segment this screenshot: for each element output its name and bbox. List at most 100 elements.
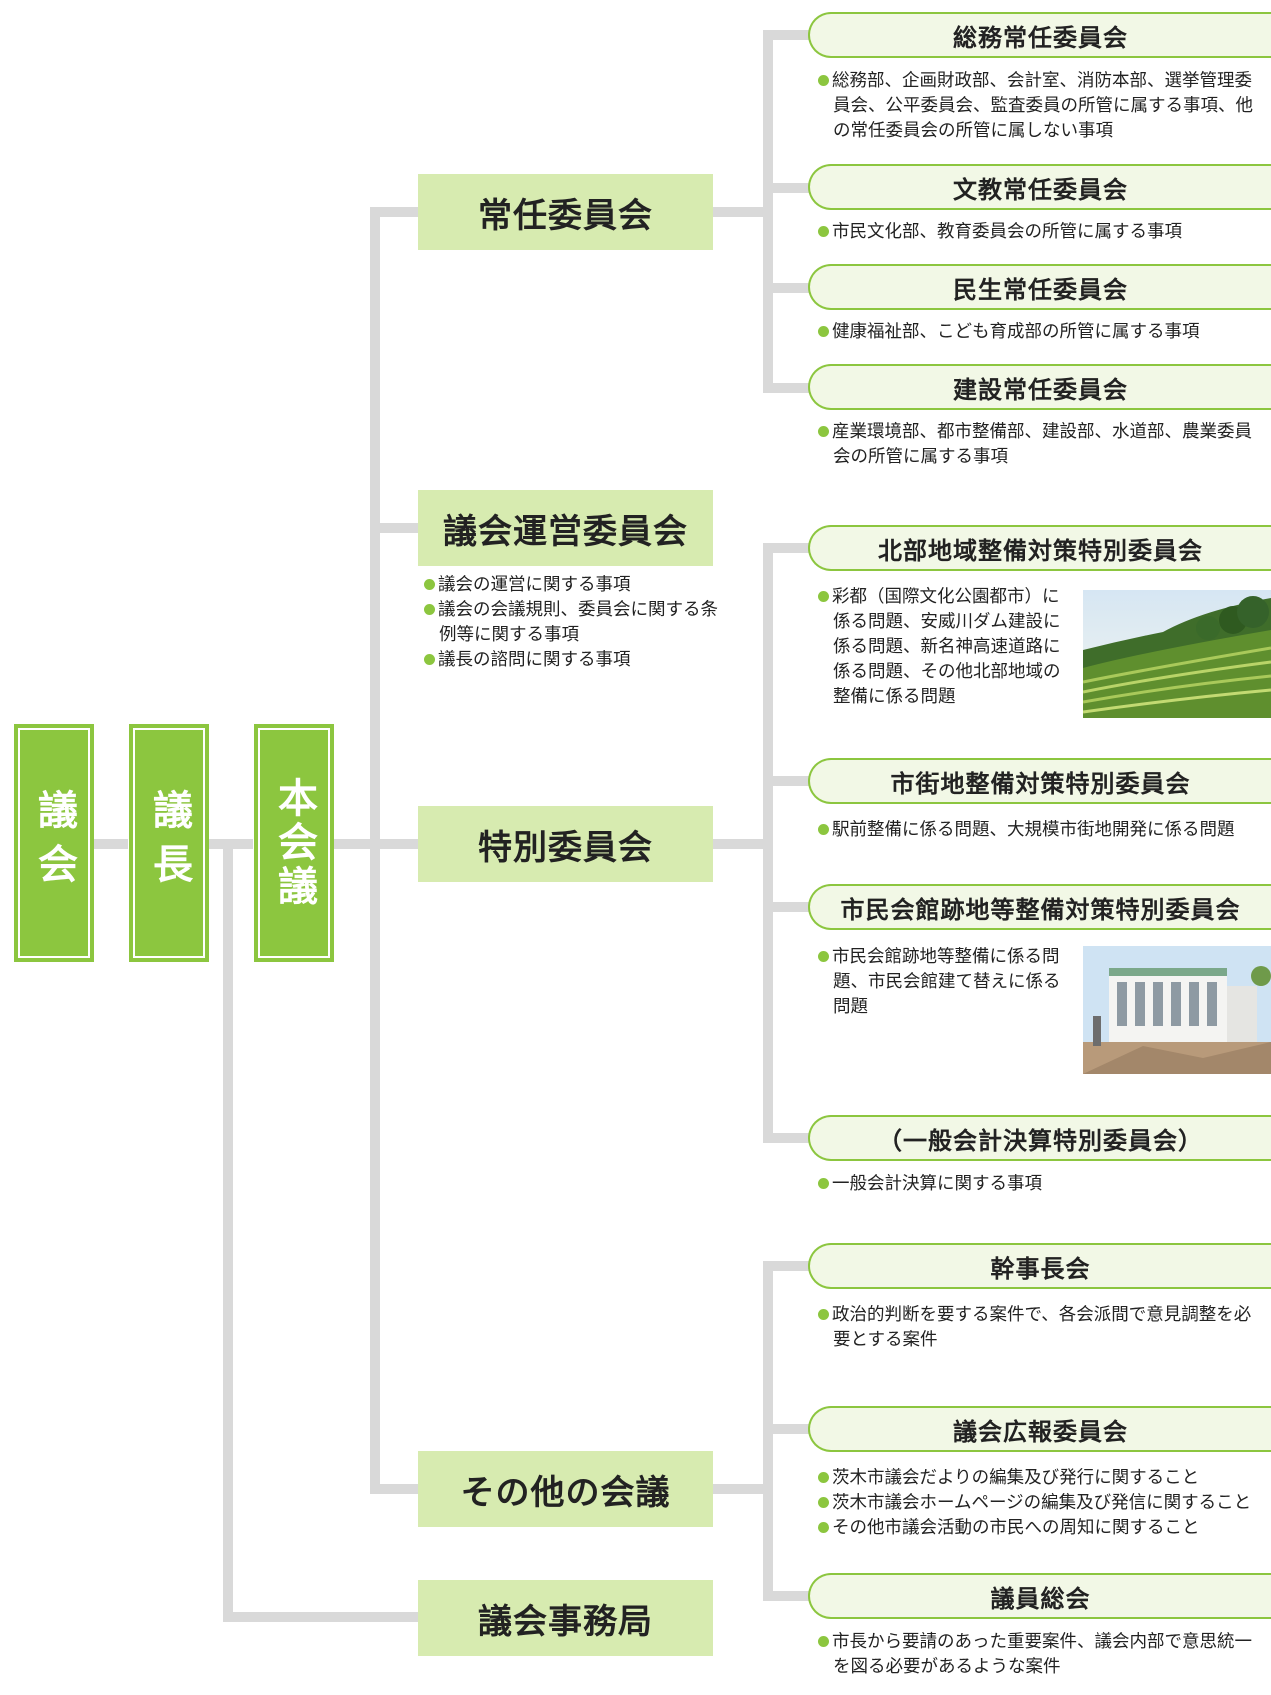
unei-desc-item: 議長の諮問に関する事項 <box>424 648 724 673</box>
connector-jimukyoku <box>223 1612 418 1622</box>
bullet-icon <box>818 226 829 237</box>
connector-shigaichi <box>763 776 810 786</box>
hokubu-desc-text: 彩都（国際文化公園都市）に係る問題、安威川ダム建設に係る問題、新名神高速道路に係… <box>832 587 1061 707</box>
bullet-icon <box>818 75 829 86</box>
bullet-icon <box>424 579 435 590</box>
connector-kanjicho <box>763 1261 810 1271</box>
hokubu-desc-item: 彩都（国際文化公園都市）に係る問題、安威川ダム建設に係る問題、新名神高速道路に係… <box>818 585 1070 710</box>
soukai-committee-title: 議員総会 <box>808 1573 1271 1619</box>
bunkyo-desc-item: 市民文化部、教育委員会の所管に属する事項 <box>818 220 1266 245</box>
connector-somu <box>763 30 810 40</box>
kanjicho-desc-item: 政治的判断を要する案件で、各会派間で意見調整を必要とする案件 <box>818 1303 1266 1353</box>
koho-desc-item: 茨木市議会ホームページの編集及び発信に関すること <box>818 1491 1266 1516</box>
shigaichi-desc-item: 駅前整備に係る問題、大規模市街地開発に係る問題 <box>818 818 1266 843</box>
koho-desc-text: 茨木市議会だよりの編集及び発行に関すること <box>832 1468 1200 1488</box>
connector-hokubu <box>763 543 810 553</box>
connector-gicho-vertical <box>223 844 233 1622</box>
bunkyo-description: 市民文化部、教育委員会の所管に属する事項 <box>818 220 1266 245</box>
kensetsu-committee-title: 建設常任委員会 <box>808 364 1271 410</box>
bunkyo-committee-title: 文教常任委員会 <box>808 164 1271 210</box>
jonin-category: 常任委員会 <box>418 174 713 250</box>
connector-sonota-out <box>713 1484 763 1494</box>
shigaichi-committee-title: 市街地整備対策特別委員会 <box>808 758 1271 804</box>
minsei-desc-text: 健康福祉部、こども育成部の所管に属する事項 <box>832 322 1200 342</box>
soukai-desc-item: 市長から要請のあった重要案件、議会内部で意思統一を図る必要があるような案件 <box>818 1630 1266 1680</box>
hokubu-description: 彩都（国際文化公園都市）に係る問題、安威川ダム建設に係る問題、新名神高速道路に係… <box>818 585 1070 710</box>
koho-committee-title: 議会広報委員会 <box>808 1406 1271 1452</box>
koho-desc-text: 茨木市議会ホームページの編集及び発信に関すること <box>832 1493 1252 1513</box>
bullet-icon <box>818 824 829 835</box>
bullet-icon <box>818 1636 829 1647</box>
connector-to-unei <box>370 523 418 533</box>
shigaichi-description: 駅前整備に係る問題、大規模市街地開発に係る問題 <box>818 818 1266 843</box>
gicho-box: 議長 <box>129 724 209 962</box>
unei-desc-text: 議会の会議規則、委員会に関する条例等に関する事項 <box>438 600 718 645</box>
kensetsu-desc-text: 産業環境部、都市整備部、建設部、水道部、農業委員会の所管に属する事項 <box>832 422 1252 467</box>
koho-desc-item: 茨木市議会だよりの編集及び発行に関すること <box>818 1466 1266 1491</box>
unei-desc-text: 議会の運営に関する事項 <box>438 575 631 595</box>
connector-tokubetsu-vertical <box>763 543 773 1143</box>
gicho-label: 議長 <box>146 789 192 897</box>
connector-bunkyo <box>763 183 810 193</box>
connector-gikai-gicho <box>94 839 128 849</box>
connector-to-sonota <box>370 1484 418 1494</box>
koho-desc-text: その他市議会活動の市民への周知に関すること <box>832 1518 1200 1538</box>
bunkyo-desc-text: 市民文化部、教育委員会の所管に属する事項 <box>832 222 1182 242</box>
ippan-desc-item: 一般会計決算に関する事項 <box>818 1172 1266 1197</box>
unei-description: 議会の運営に関する事項 議会の会議規則、委員会に関する条例等に関する事項 議長の… <box>424 573 724 673</box>
bullet-icon <box>818 1522 829 1533</box>
minsei-description: 健康福祉部、こども育成部の所管に属する事項 <box>818 320 1266 345</box>
hokubu-committee-title: 北部地域整備対策特別委員会 <box>808 525 1271 571</box>
jimukyoku-category: 議会事務局 <box>418 1580 713 1656</box>
connector-to-jonin <box>370 207 418 217</box>
unei-desc-item: 議会の会議規則、委員会に関する条例等に関する事項 <box>424 598 724 648</box>
connector-ippan <box>763 1133 810 1143</box>
ippan-committee-title: （一般会計決算特別委員会） <box>808 1115 1271 1161</box>
connector-jonin-vertical <box>763 30 773 393</box>
shiminkaikan-desc-text: 市民会館跡地等整備に係る問題、市民会館建て替えに係る問題 <box>832 947 1061 1017</box>
connector-soukai <box>763 1591 810 1601</box>
connector-shiminkaikan <box>763 902 810 912</box>
tokubetsu-category: 特別委員会 <box>418 806 713 882</box>
shiminkaikan-description: 市民会館跡地等整備に係る問題、市民会館建て替えに係る問題 <box>818 945 1070 1020</box>
bullet-icon <box>424 654 435 665</box>
bullet-icon <box>818 326 829 337</box>
ippan-desc-text: 一般会計決算に関する事項 <box>832 1174 1042 1194</box>
koho-description: 茨木市議会だよりの編集及び発行に関すること 茨木市議会ホームページの編集及び発信… <box>818 1466 1266 1541</box>
bullet-icon <box>818 1472 829 1483</box>
connector-honkaigi-trunk <box>334 839 380 849</box>
shiminkaikan-desc-item: 市民会館跡地等整備に係る問題、市民会館建て替えに係る問題 <box>818 945 1070 1020</box>
minsei-committee-title: 民生常任委員会 <box>808 264 1271 310</box>
connector-main-trunk <box>370 207 380 1494</box>
ippan-description: 一般会計決算に関する事項 <box>818 1172 1266 1197</box>
building-image <box>1083 946 1271 1074</box>
kanjicho-description: 政治的判断を要する案件で、各会派間で意見調整を必要とする案件 <box>818 1303 1266 1353</box>
building-construction-photo <box>1083 946 1271 1074</box>
bullet-icon <box>424 604 435 615</box>
somu-description: 総務部、企画財政部、会計室、消防本部、選挙管理委員会、公平委員会、監査委員の所管… <box>818 69 1266 144</box>
somu-desc-item: 総務部、企画財政部、会計室、消防本部、選挙管理委員会、公平委員会、監査委員の所管… <box>818 69 1266 144</box>
soukai-desc-text: 市長から要請のあった重要案件、議会内部で意思統一を図る必要があるような案件 <box>832 1632 1252 1677</box>
shigaichi-desc-text: 駅前整備に係る問題、大規模市街地開発に係る問題 <box>832 820 1235 840</box>
gikai-label: 議会 <box>31 789 77 897</box>
terraced-fields-photo <box>1083 590 1271 718</box>
kensetsu-desc-item: 産業環境部、都市整備部、建設部、水道部、農業委員会の所管に属する事項 <box>818 420 1266 470</box>
connector-to-tokubetsu <box>370 839 418 849</box>
connector-jonin-out <box>713 207 763 217</box>
somu-desc-text: 総務部、企画財政部、会計室、消防本部、選挙管理委員会、公平委員会、監査委員の所管… <box>832 71 1253 141</box>
honkaigi-box: 本会議 <box>254 724 334 962</box>
honkaigi-label: 本会議 <box>271 777 317 909</box>
koho-desc-item: その他市議会活動の市民への周知に関すること <box>818 1516 1266 1541</box>
kanjicho-committee-title: 幹事長会 <box>808 1243 1271 1289</box>
bullet-icon <box>818 1178 829 1189</box>
bullet-icon <box>818 591 829 602</box>
bullet-icon <box>818 1309 829 1320</box>
sonota-category: その他の会議 <box>418 1451 713 1527</box>
bullet-icon <box>818 951 829 962</box>
minsei-desc-item: 健康福祉部、こども育成部の所管に属する事項 <box>818 320 1266 345</box>
kanjicho-desc-text: 政治的判断を要する案件で、各会派間で意見調整を必要とする案件 <box>832 1305 1252 1350</box>
bullet-icon <box>818 426 829 437</box>
terraced-fields-image <box>1083 590 1271 718</box>
connector-minsei <box>763 283 810 293</box>
gikai-box: 議会 <box>14 724 94 962</box>
